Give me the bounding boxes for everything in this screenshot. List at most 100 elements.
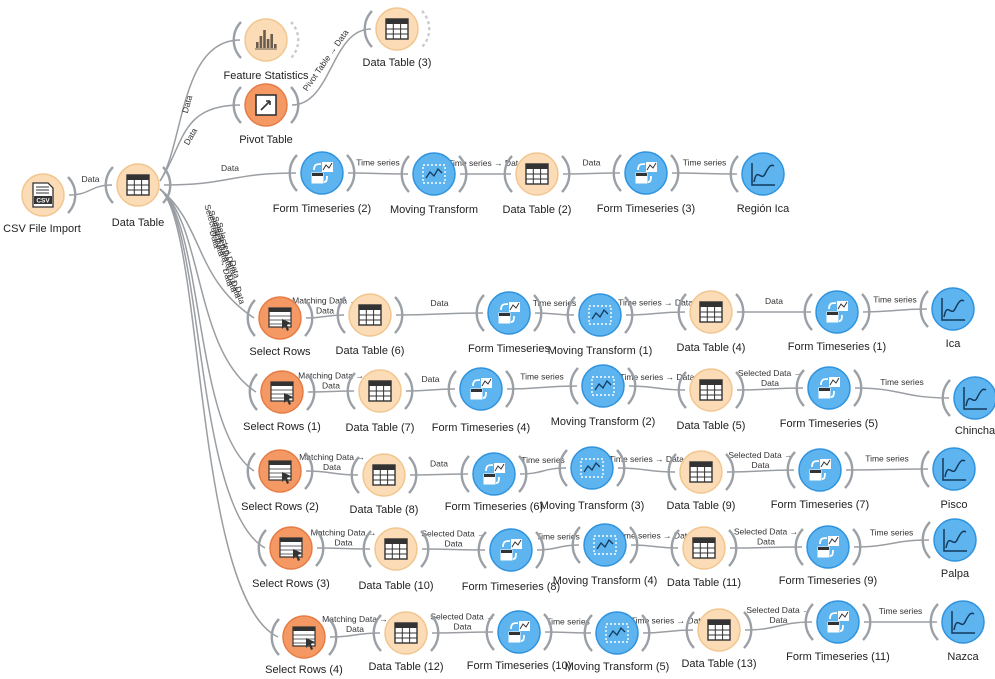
node-dt11[interactable]: Data Table (11) <box>667 526 741 589</box>
node-circle[interactable] <box>741 152 785 196</box>
link-ft7-pisco[interactable]: Time series <box>845 454 929 471</box>
node-ft5[interactable]: Form Timeseries (5) <box>780 366 878 430</box>
link-ft11-nazca[interactable]: Time series <box>864 606 937 623</box>
output-channel-arc[interactable] <box>162 166 172 204</box>
input-channel-arc[interactable] <box>475 294 485 332</box>
link-line[interactable] <box>409 473 469 476</box>
output-channel-arc[interactable] <box>505 370 515 408</box>
output-channel-arc[interactable] <box>616 449 626 487</box>
node-circle[interactable] <box>953 376 995 420</box>
link-line[interactable] <box>159 188 279 638</box>
node-ft4[interactable]: Form Timeseries (4) <box>432 367 530 434</box>
output-channel-arc[interactable] <box>421 10 431 48</box>
link-line[interactable] <box>431 631 494 634</box>
node-dt13[interactable]: Data Table (13) <box>681 608 757 670</box>
link-line[interactable] <box>534 312 575 316</box>
node-nazca[interactable]: Nazca <box>929 600 985 663</box>
link-line[interactable] <box>421 548 486 551</box>
link-line[interactable] <box>853 539 930 548</box>
input-channel-arc[interactable] <box>729 155 739 193</box>
link-line[interactable] <box>726 469 795 473</box>
output-channel-arc[interactable] <box>725 453 735 491</box>
link-dt-sr2[interactable] <box>159 188 255 472</box>
link-pivot-dt3[interactable]: Pivot Table → Data <box>291 27 372 106</box>
output-channel-arc[interactable] <box>394 296 404 334</box>
link-line[interactable] <box>729 546 803 549</box>
input-channel-arc[interactable] <box>786 451 796 489</box>
link-ft8-mt4[interactable]: Time series <box>536 532 580 551</box>
link-mt4-dt11[interactable]: Time series → Data <box>617 531 692 549</box>
node-ft8[interactable]: Form Timeseries (8) <box>462 528 560 593</box>
input-channel-arc[interactable] <box>503 155 513 193</box>
link-mt-dt2[interactable]: Time series → Data <box>448 158 523 175</box>
node-circle[interactable] <box>941 600 985 644</box>
link-dt-sr4[interactable] <box>159 188 279 638</box>
link-dt-sr3[interactable] <box>159 188 266 549</box>
link-dt6-ft[interactable]: Data <box>395 298 484 316</box>
node-circle[interactable] <box>595 611 639 655</box>
node-ft6[interactable]: Form Timeseries (6) <box>445 452 543 513</box>
node-mt[interactable]: Moving Transform <box>390 152 478 216</box>
node-dt9[interactable]: Data Table (9) <box>667 450 736 512</box>
input-channel-arc[interactable] <box>460 455 470 493</box>
link-dt-fs[interactable]: Data <box>159 39 241 182</box>
node-circle[interactable] <box>570 446 614 490</box>
link-mt5-dt13[interactable]: Time series → Data <box>631 616 706 634</box>
link-ft2-mt[interactable]: Time series <box>347 158 409 175</box>
input-channel-arc[interactable] <box>677 293 687 331</box>
link-dt5-ft5[interactable]: Selected Data →Data <box>736 368 804 391</box>
link-line[interactable] <box>159 188 266 549</box>
node-ica[interactable]: Ica <box>919 287 975 350</box>
node-mt4[interactable]: Moving Transform (4) <box>553 523 658 587</box>
link-line[interactable] <box>159 104 241 182</box>
node-sr[interactable]: Select Rows <box>246 296 314 358</box>
input-channel-arc[interactable] <box>920 450 930 488</box>
link-line[interactable] <box>159 188 257 393</box>
link-line[interactable] <box>159 188 255 319</box>
input-channel-arc[interactable] <box>288 154 298 192</box>
output-channel-arc[interactable] <box>728 529 738 567</box>
output-channel-arc[interactable] <box>290 21 300 59</box>
input-channel-arc[interactable] <box>612 154 622 192</box>
node-dt5[interactable]: Data Table (5) <box>677 368 746 432</box>
input-channel-arc[interactable] <box>794 528 804 566</box>
node-sr2[interactable]: Select Rows (2) <box>241 449 319 513</box>
link-line[interactable] <box>736 387 804 391</box>
output-channel-arc[interactable] <box>420 530 430 568</box>
output-channel-arc[interactable] <box>458 155 468 193</box>
input-channel-arc[interactable] <box>485 613 495 651</box>
node-dt10[interactable]: Data Table (10) <box>358 527 434 592</box>
link-dt4-ft1[interactable]: Data <box>736 296 811 313</box>
node-ft9[interactable]: Form Timeseries (9) <box>779 525 877 587</box>
link-line[interactable] <box>562 172 621 175</box>
output-channel-arc[interactable] <box>543 613 553 651</box>
link-line[interactable] <box>642 629 694 634</box>
output-channel-arc[interactable] <box>404 372 414 410</box>
input-channel-arc[interactable] <box>670 529 680 567</box>
input-channel-arc[interactable] <box>558 449 568 487</box>
input-channel-arc[interactable] <box>257 529 267 567</box>
link-dt2-ft3[interactable]: Data <box>562 158 621 175</box>
output-channel-arc[interactable] <box>743 611 753 649</box>
node-ft10[interactable]: Form Timeseries (10) <box>467 610 572 672</box>
input-channel-arc[interactable] <box>447 370 457 408</box>
input-channel-arc[interactable] <box>929 603 939 641</box>
link-line[interactable] <box>536 544 580 551</box>
output-channel-arc[interactable] <box>624 296 634 334</box>
node-ft3[interactable]: Form Timeseries (3) <box>597 151 695 215</box>
link-line[interactable] <box>862 308 928 313</box>
node-palpa[interactable]: Palpa <box>921 518 977 580</box>
node-ft7[interactable]: Form Timeseries (7) <box>771 448 869 511</box>
output-channel-arc[interactable] <box>533 294 543 332</box>
input-channel-arc[interactable] <box>685 611 695 649</box>
link-line[interactable] <box>347 172 409 175</box>
output-channel-arc[interactable] <box>641 614 651 652</box>
node-pisco[interactable]: Pisco <box>920 447 976 511</box>
link-line[interactable] <box>628 385 686 391</box>
link-dt13-ft11[interactable]: Selected Data →Data <box>744 605 813 631</box>
output-channel-arc[interactable] <box>844 451 854 489</box>
input-channel-arc[interactable] <box>350 456 360 494</box>
link-line[interactable] <box>159 39 241 182</box>
input-channel-arc[interactable] <box>336 296 346 334</box>
